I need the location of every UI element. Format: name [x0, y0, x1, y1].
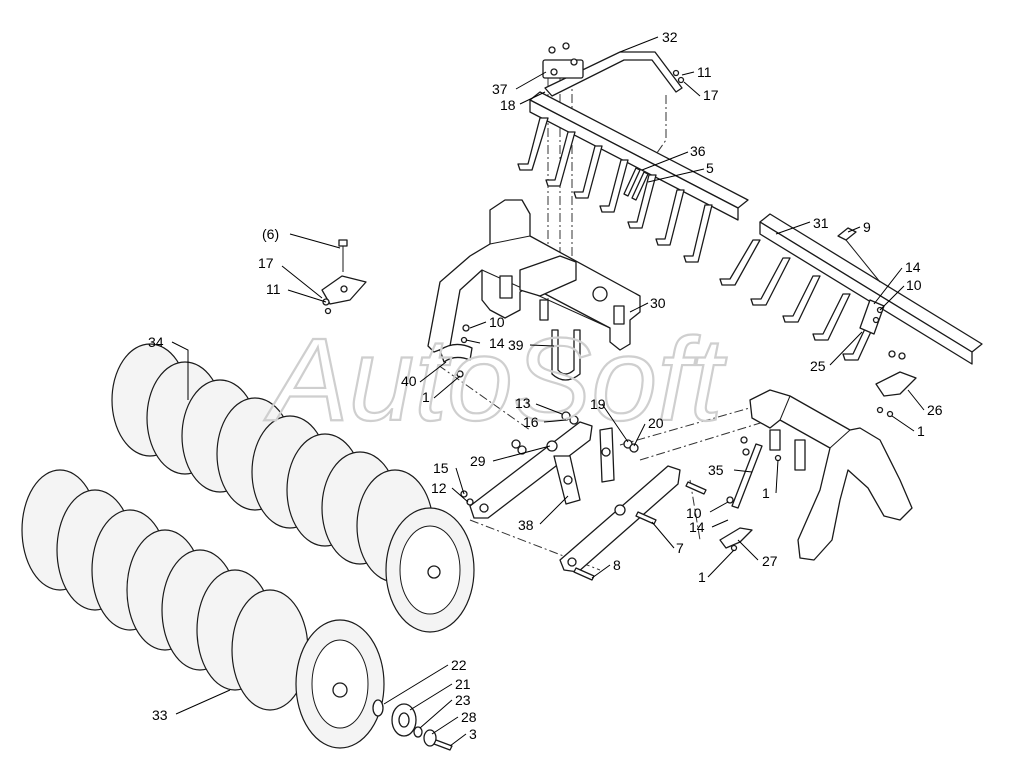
callout-39: 39 — [508, 337, 524, 353]
callout-28: 28 — [461, 709, 477, 725]
tines-left — [517, 117, 713, 263]
callout-36: 36 — [690, 143, 706, 159]
right-side-frame — [719, 350, 917, 561]
callout-14: 14 — [905, 259, 921, 275]
leader-lines — [171, 36, 925, 747]
callout-32: 32 — [662, 29, 678, 45]
tine-beam-assembly — [517, 91, 983, 365]
callout-14: 14 — [489, 335, 505, 351]
callout-20: 20 — [648, 415, 664, 431]
top-hitch-bracket — [542, 42, 685, 97]
callout-7: 7 — [676, 540, 684, 556]
callout-1: 1 — [422, 389, 430, 405]
callout-1: 1 — [917, 423, 925, 439]
callout-25: 25 — [810, 358, 826, 374]
callout-17: 17 — [258, 255, 274, 271]
disc-roller-upper — [111, 343, 475, 633]
callout-8: 8 — [613, 557, 621, 573]
callout-18: 18 — [500, 97, 516, 113]
callout-21: 21 — [455, 676, 471, 692]
callout-6: (6) — [262, 226, 279, 242]
linkage-plates — [460, 411, 707, 581]
watermark-text: AutoSoft — [264, 314, 727, 446]
callout-33: 33 — [152, 707, 168, 723]
callout-27: 27 — [762, 553, 778, 569]
callout-13: 13 — [515, 395, 531, 411]
callout-17: 17 — [703, 87, 719, 103]
callout-10: 10 — [686, 505, 702, 521]
callout-9: 9 — [863, 219, 871, 235]
callout-35: 35 — [708, 462, 724, 478]
callout-1: 1 — [698, 569, 706, 585]
callout-29: 29 — [470, 453, 486, 469]
callout-31: 31 — [813, 215, 829, 231]
callout-3: 3 — [469, 726, 477, 742]
callout-12: 12 — [431, 480, 447, 496]
callout-38: 38 — [518, 517, 534, 533]
callout-22: 22 — [451, 657, 467, 673]
callout-23: 23 — [455, 692, 471, 708]
callout-labels: 32 37 18 11 17 36 5 31 9 (6) 17 11 14 10… — [148, 29, 943, 742]
main-frame — [427, 199, 641, 381]
callout-15: 15 — [433, 460, 449, 476]
disc-roller-lower — [21, 469, 385, 749]
callout-16: 16 — [523, 414, 539, 430]
callout-10: 10 — [906, 277, 922, 293]
callout-11: 11 — [266, 281, 281, 297]
callout-1: 1 — [762, 485, 770, 501]
callout-34: 34 — [148, 334, 164, 350]
callout-11: 11 — [697, 64, 712, 80]
callout-5: 5 — [706, 160, 714, 176]
callout-40: 40 — [401, 373, 417, 389]
small-bracket-assembly — [321, 239, 367, 315]
callout-10: 10 — [489, 314, 505, 330]
callout-37: 37 — [492, 81, 508, 97]
tines-right — [719, 239, 881, 361]
bearing-hardware — [372, 699, 453, 751]
callout-30: 30 — [650, 295, 666, 311]
callout-26: 26 — [927, 402, 943, 418]
callout-19: 19 — [590, 396, 606, 412]
callout-14: 14 — [689, 519, 705, 535]
